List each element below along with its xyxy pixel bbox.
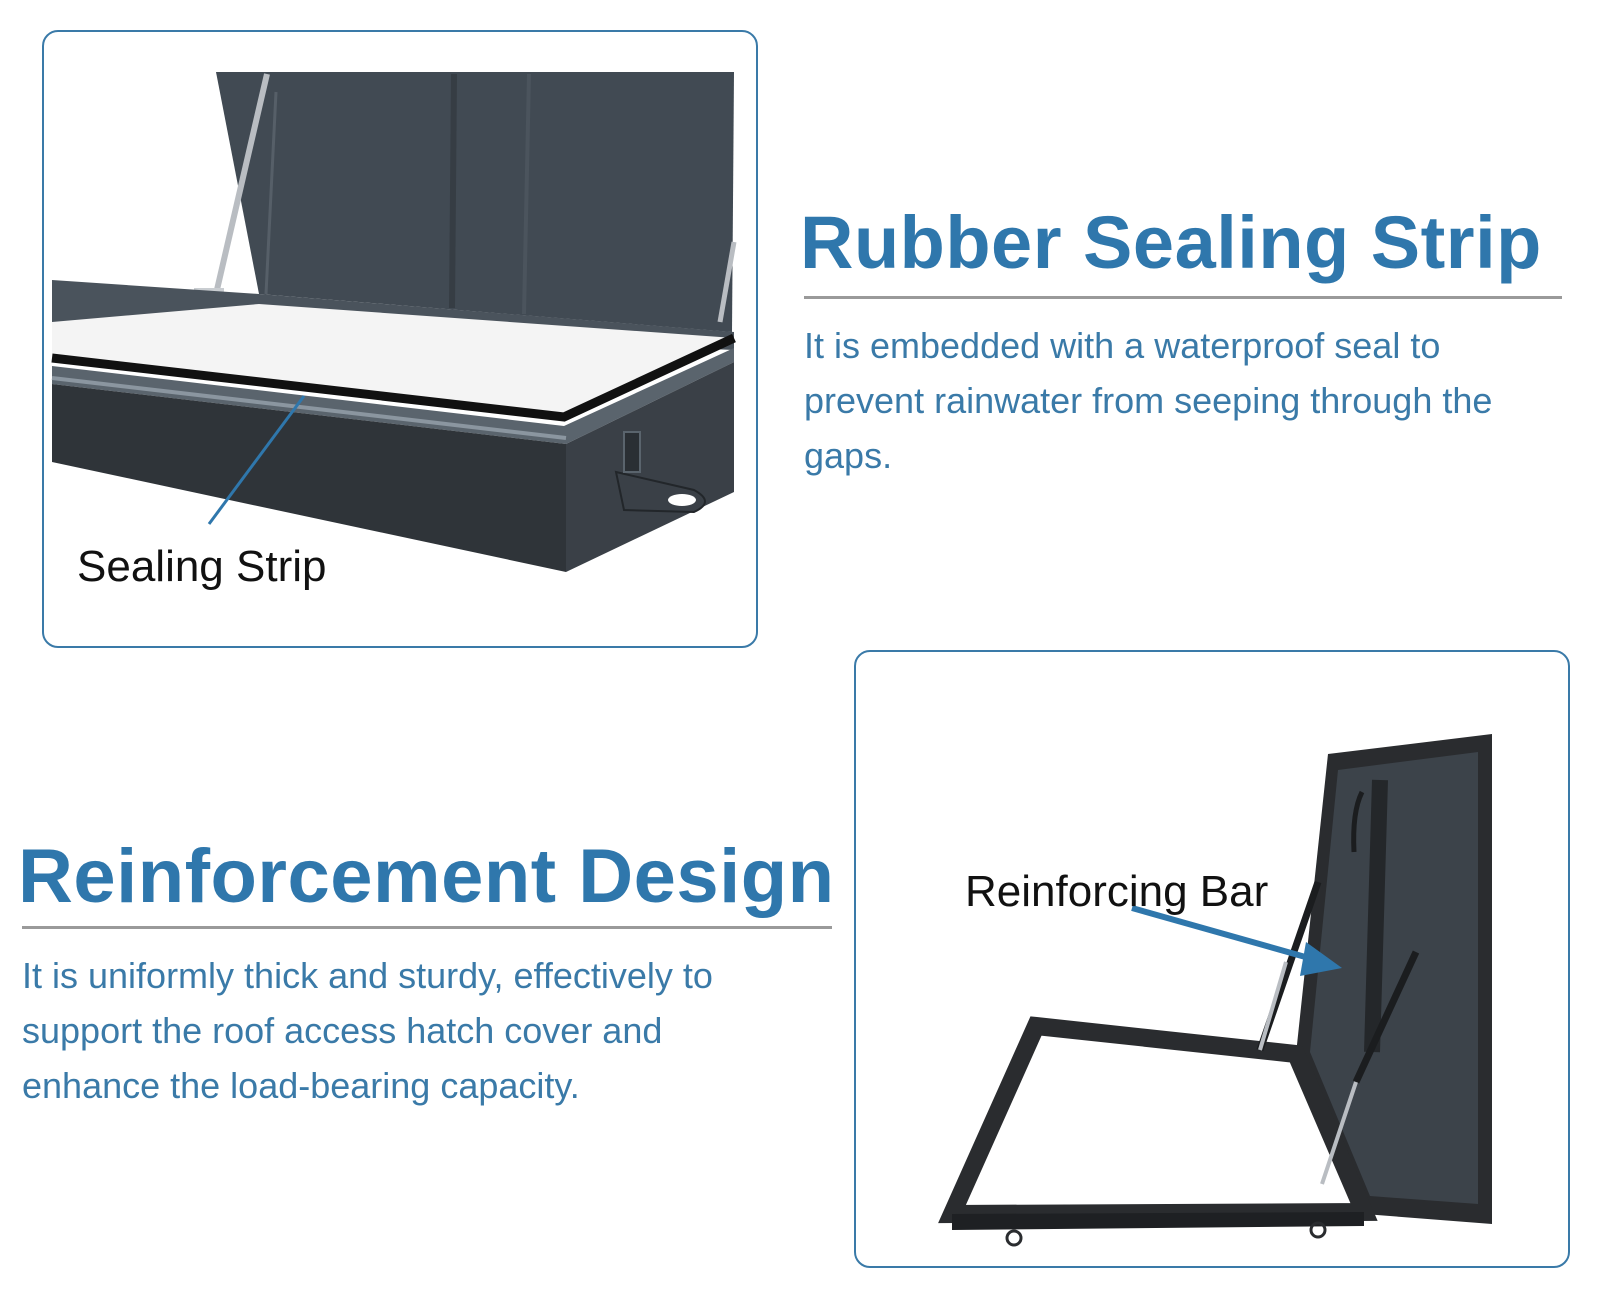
rubber-sealing-strip bbox=[51, 333, 736, 422]
rubber-sealing-heading: Rubber Sealing Strip bbox=[800, 201, 1542, 284]
sealing-strip-photo-panel: Sealing Strip bbox=[42, 30, 758, 648]
reinforcement-heading: Reinforcement Design bbox=[18, 834, 835, 919]
hatch-frame-front bbox=[52, 384, 566, 572]
reinforcement-description: It is uniformly thick and sturdy, effect… bbox=[22, 955, 713, 1106]
hatch-opening bbox=[52, 304, 734, 417]
gas-strut-right bbox=[1352, 950, 1420, 1084]
reinforcing-bar-callout: Reinforcing Bar bbox=[965, 867, 1269, 916]
reinforcement-divider bbox=[22, 926, 832, 929]
sealing-strip-callout: Sealing Strip bbox=[77, 542, 327, 591]
hatch-sealing-illustration bbox=[51, 72, 737, 572]
gas-strut-left bbox=[213, 73, 270, 295]
hatch-base-frame bbox=[938, 1016, 1378, 1224]
reinforcing-pointer-line bbox=[1131, 905, 1317, 963]
reinforcing-bar bbox=[1364, 779, 1388, 1053]
gas-strut-right bbox=[717, 241, 737, 323]
hatch-lid bbox=[216, 72, 734, 332]
rubber-sealing-description: It is embedded with a waterproof seal to… bbox=[804, 325, 1493, 476]
hatch-reinforcing-illustration bbox=[938, 734, 1492, 1247]
sealing-pointer-line bbox=[207, 395, 306, 525]
reinforcing-bar-photo-panel: Reinforcing Bar bbox=[854, 650, 1570, 1268]
hatch-frame-side bbox=[566, 362, 734, 572]
reinforcing-pointer-arrowhead bbox=[1300, 942, 1342, 976]
rubber-sealing-divider bbox=[804, 296, 1562, 299]
